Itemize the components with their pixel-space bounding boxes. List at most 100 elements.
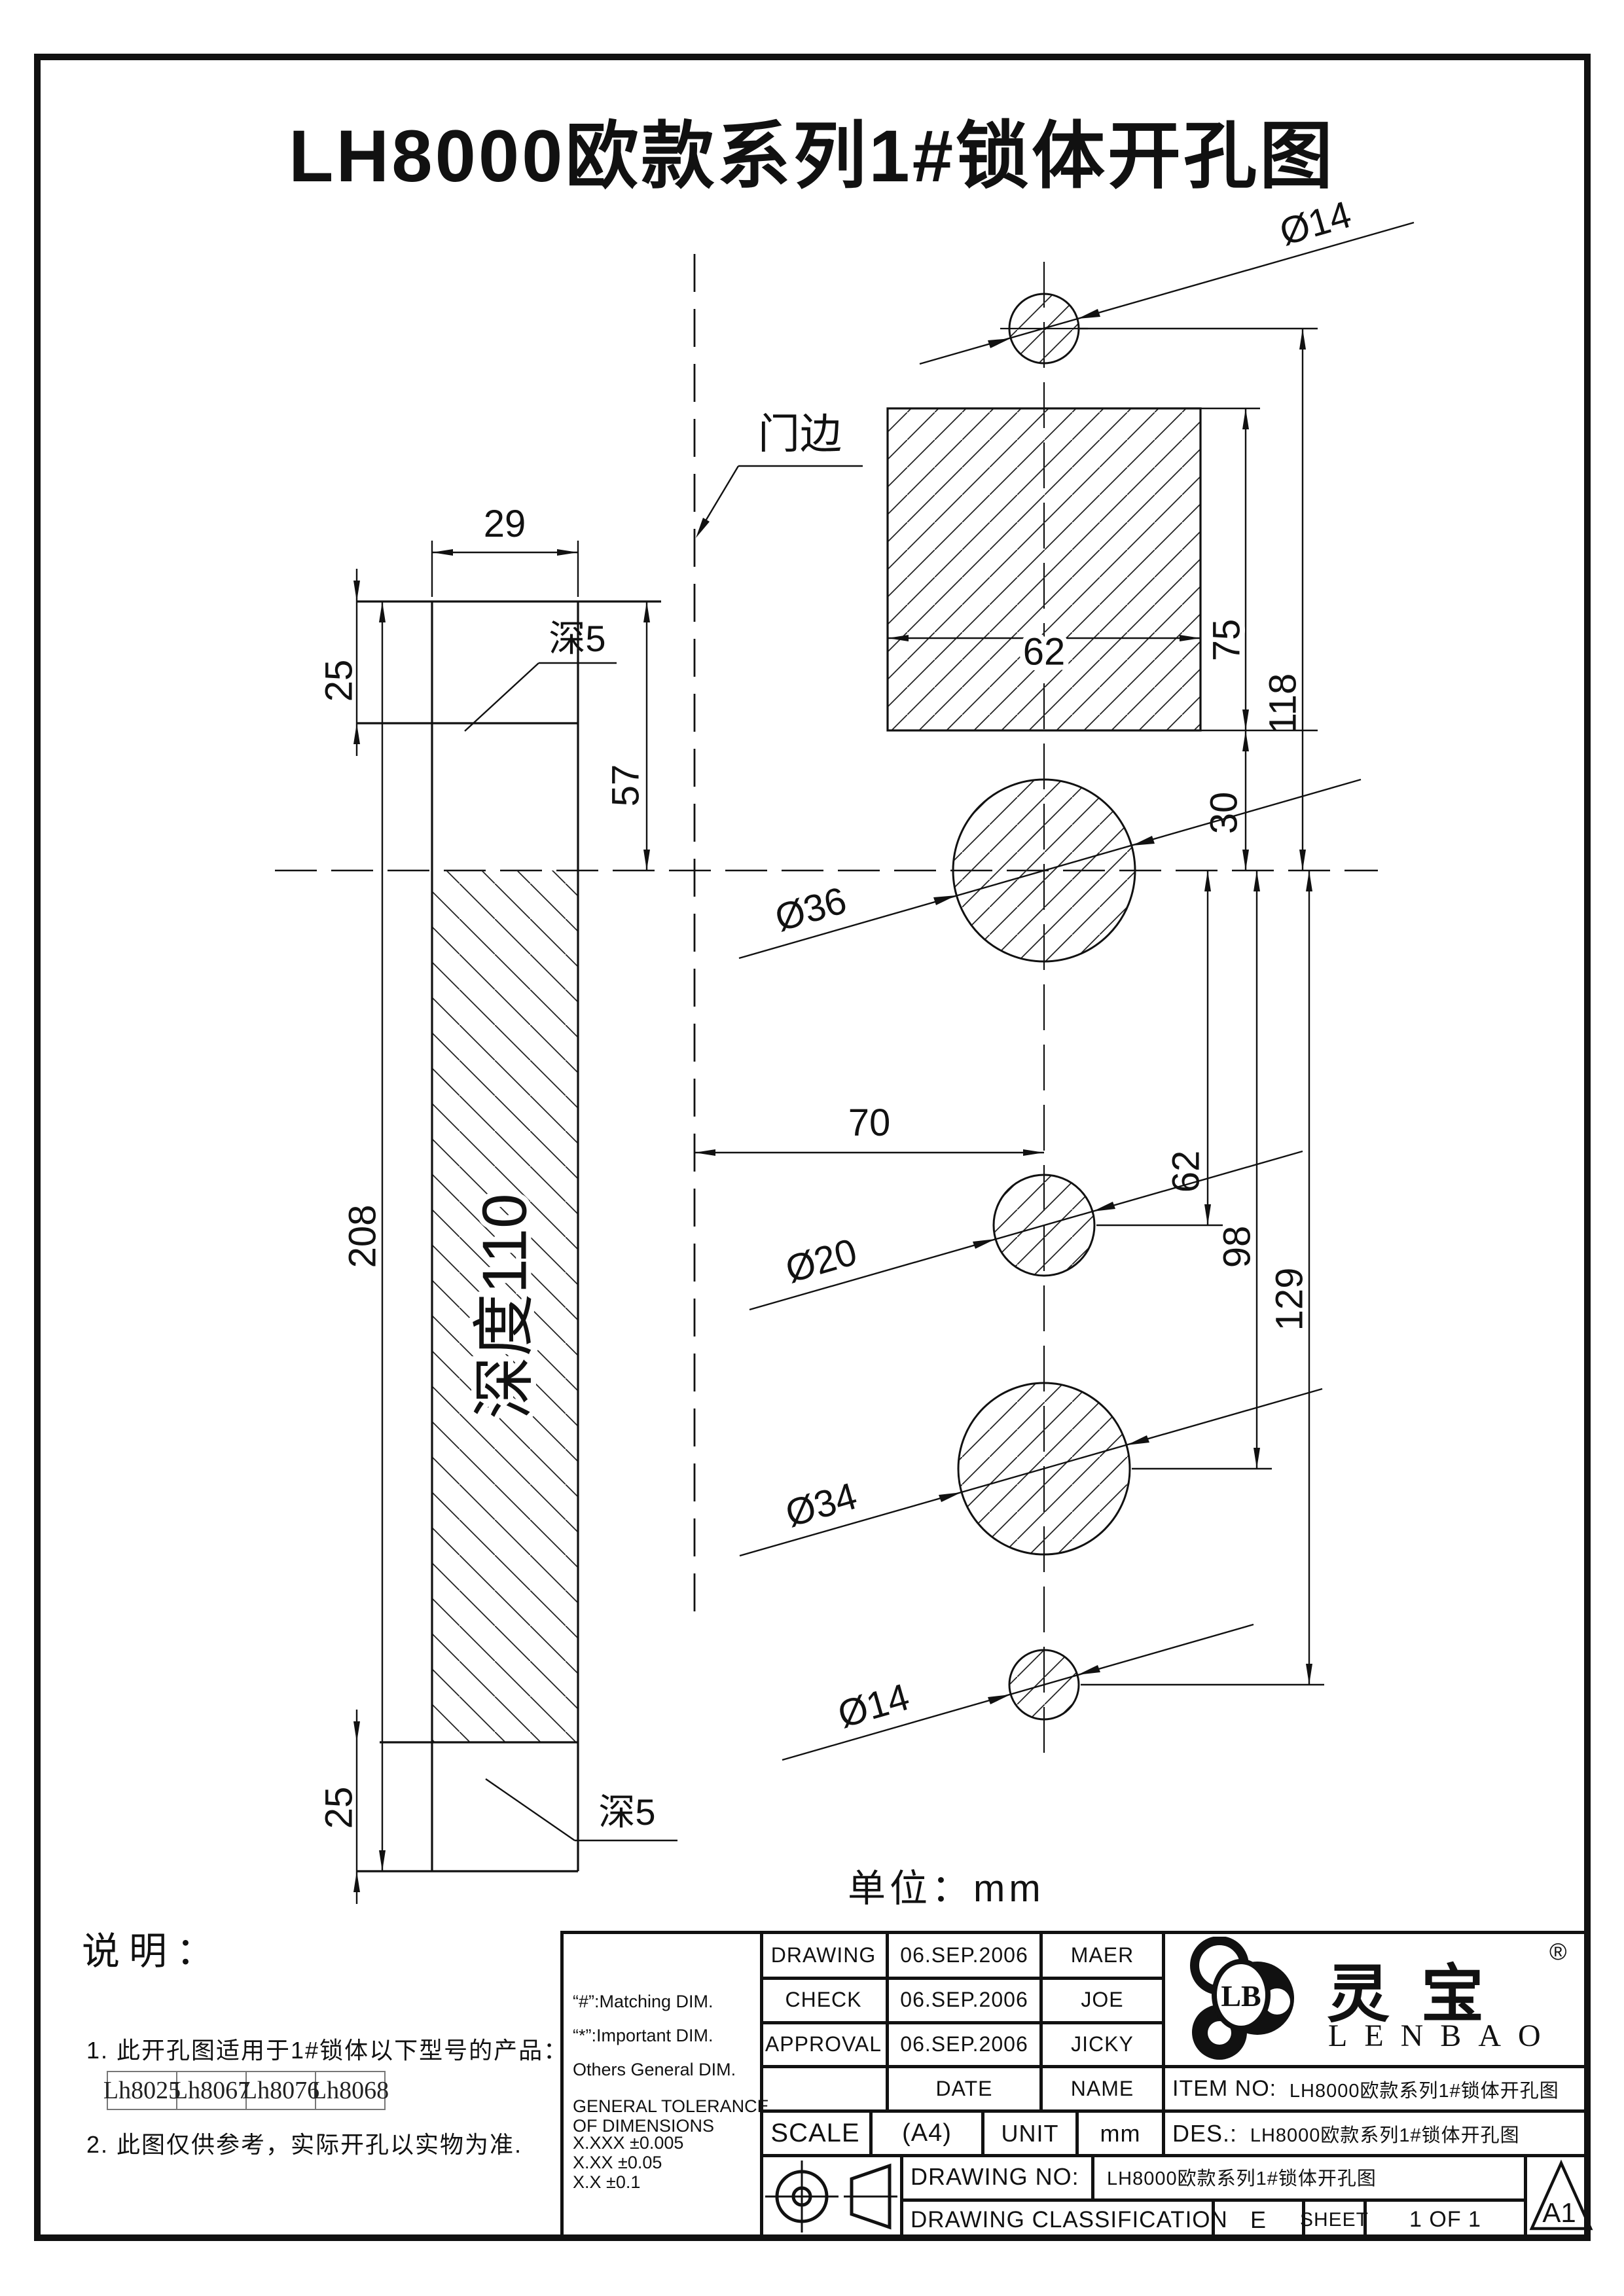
- row-check-label: CHECK: [785, 1988, 862, 2011]
- model-cell: Lh8067: [173, 2072, 250, 2109]
- drawing-no-value: LH8000欧款系列1#锁体开孔图: [1107, 2155, 1524, 2198]
- dia-label-36: Ø36: [770, 879, 851, 940]
- grid-line: [1212, 2200, 1215, 2238]
- row-check-date: 06.SEP.2006: [900, 1988, 1028, 2011]
- unit-header: UNIT: [1001, 2119, 1059, 2147]
- logo-monogram: LB: [1221, 1979, 1261, 2013]
- drawing-no-label: DRAWING NO:: [911, 2163, 1079, 2190]
- row-check-name: JOE: [1081, 1988, 1124, 2011]
- logo-latin: LENBAO: [1328, 2018, 1558, 2053]
- logo-chinese: 灵宝: [1327, 1960, 1515, 2030]
- dim-25-top: 25: [318, 660, 361, 702]
- faceplate: [357, 600, 661, 1873]
- grid-line: [761, 2109, 1587, 2113]
- projection-symbol: [765, 2161, 897, 2233]
- dim-62: 62: [1165, 1151, 1208, 1193]
- grid-line: [761, 2065, 1587, 2068]
- dim-208: 208: [342, 1205, 384, 1268]
- model-cell: Lh8025: [103, 2072, 181, 2109]
- name-header: NAME: [1070, 2077, 1134, 2100]
- grid-line: [1162, 1934, 1165, 2155]
- grid-line: [761, 2021, 1163, 2024]
- dim-29: 29: [484, 503, 526, 545]
- grid-line: [1363, 2200, 1367, 2238]
- dim-98: 98: [1216, 1226, 1259, 1268]
- tolerance-general-1: GENERAL TOLERANCE: [573, 2096, 769, 2116]
- logo-cell: LB 灵宝 ® LENBAO: [1163, 1934, 1587, 2065]
- row-drawing-name: MAER: [1070, 1943, 1134, 1967]
- scale-label: SCALE: [770, 2119, 860, 2147]
- door-edge-label: 门边: [758, 410, 842, 457]
- size-code: A1: [1542, 2197, 1576, 2228]
- dim-30: 30: [1203, 792, 1246, 834]
- model-cell: Lh8076: [242, 2072, 319, 2109]
- grid-line: [869, 2111, 873, 2155]
- grid-line: [1091, 2155, 1094, 2200]
- tolerance-xx: X.XX ±0.05: [573, 2153, 662, 2172]
- grid-line: [1524, 2155, 1527, 2238]
- tolerance-notes: “#”:Matching DIM. “*”:Important DIM. Oth…: [573, 1934, 769, 2244]
- dimension-lines: [353, 329, 1312, 1904]
- row-drawing-date: 06.SEP.2006: [900, 1943, 1028, 1967]
- tolerance-matching: “#”:Matching DIM.: [573, 1992, 713, 2011]
- row-approval-date: 06.SEP.2006: [900, 2032, 1028, 2056]
- grid-line: [1302, 2200, 1305, 2238]
- unit-note: 单位：mm: [848, 1867, 1045, 1910]
- note-2: 2. 此图仅供参考，实际开孔以实物为准.: [86, 2131, 523, 2158]
- notes-heading: 说明：: [82, 1930, 224, 1973]
- extension-lines: [431, 327, 1324, 1686]
- classification-label: DRAWING CLASSIFICATION: [911, 2206, 1228, 2233]
- des-value: LH8000欧款系列1#锁体开孔图: [1250, 2125, 1520, 2146]
- row-approval-name: JICKY: [1071, 2032, 1134, 2056]
- grid-line: [1075, 2111, 1079, 2155]
- dim-118: 118: [1262, 673, 1305, 734]
- diameter-leaders: [738, 221, 1415, 1761]
- depth5-top-label: 深5: [549, 618, 605, 659]
- date-header: DATE: [935, 2077, 993, 2100]
- title-block: “#”:Matching DIM. “*”:Important DIM. Oth…: [560, 1931, 1593, 2244]
- tolerance-xxx: X.XXX ±0.005: [573, 2133, 684, 2153]
- grid-line: [981, 2111, 984, 2155]
- model-cell: Lh8068: [311, 2077, 389, 2104]
- lenbao-logo-mark: LB: [1190, 1937, 1294, 2060]
- note-1: 1. 此开孔图适用于1#锁体以下型号的产品：: [86, 2037, 569, 2064]
- sheet-value: 1 OF 1: [1409, 2207, 1481, 2232]
- grid-line: [761, 2154, 1587, 2157]
- registered-mark: ®: [1549, 1938, 1567, 1965]
- tolerance-others: Others General DIM.: [573, 2060, 736, 2079]
- grid-line: [761, 1977, 1163, 1980]
- dim-129: 129: [1269, 1268, 1311, 1331]
- dia-label-20: Ø20: [781, 1230, 861, 1291]
- depth5-bottom-label: 深5: [598, 1791, 655, 1833]
- depth5-bottom-callout: 深5: [485, 1778, 677, 1842]
- classification-value: E: [1250, 2206, 1267, 2233]
- size-code-cell: A1: [1529, 2159, 1593, 2231]
- row-approval-label: APPROVAL: [765, 2032, 882, 2056]
- grid-line: [900, 2155, 903, 2238]
- depth5-top-callout: 深5: [464, 618, 617, 732]
- model-table: Lh8025 Lh8067 Lh8076 Lh8068: [103, 2071, 389, 2110]
- dia-label-34: Ø34: [781, 1475, 861, 1535]
- tolerance-x: X.X ±0.1: [573, 2172, 641, 2192]
- dim-57: 57: [605, 764, 647, 807]
- unit-value: mm: [1100, 2119, 1141, 2147]
- tolerance-important: “*”:Important DIM.: [573, 2026, 713, 2045]
- dim-25-bottom: 25: [318, 1787, 361, 1829]
- drawing-no-text: LH8000欧款系列1#锁体开孔图: [1107, 2168, 1377, 2189]
- leader-arrowheads: [696, 309, 1155, 1704]
- item-no-value: LH8000欧款系列1#锁体开孔图: [1289, 2080, 1559, 2102]
- drawing-title: LH8000欧款系列1#锁体开孔图: [288, 115, 1336, 197]
- dia-label-bottom14: Ø14: [833, 1676, 914, 1736]
- des-cell: DES.: LH8000欧款系列1#锁体开孔图: [1172, 2113, 1591, 2154]
- depth110-label: 深度110: [470, 1193, 540, 1419]
- faceplate-hatch: [432, 870, 578, 1742]
- item-no-cell: ITEM NO: LH8000欧款系列1#锁体开孔图: [1172, 2068, 1591, 2109]
- dim-75: 75: [1206, 619, 1248, 662]
- row-drawing-label: DRAWING: [770, 1943, 876, 1967]
- tolerance-general-2: OF DIMENSIONS: [573, 2116, 715, 2136]
- paper-size: (A4): [902, 2119, 952, 2147]
- sheet-label: SHEET: [1299, 2208, 1369, 2231]
- dim-70: 70: [848, 1102, 891, 1144]
